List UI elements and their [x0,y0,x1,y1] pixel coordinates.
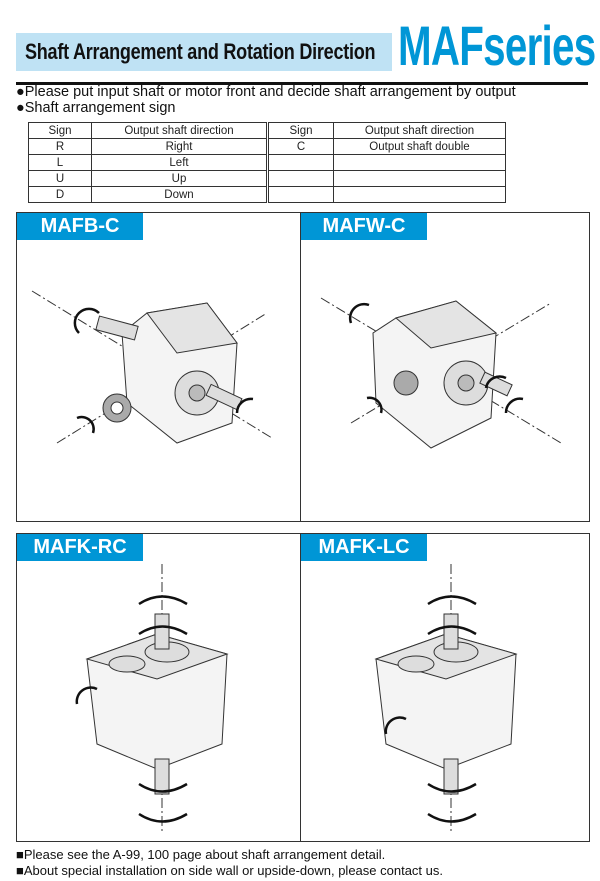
header-cell: Output shaft direction [91,122,268,139]
section-title-bar: Shaft Arrangement and Rotation Direction [16,33,392,71]
cell: Down [91,186,268,203]
divider [16,82,588,85]
gearbox-drawing [31,290,273,444]
panel-label: MAFK-LC [301,534,427,561]
cell: D [28,186,92,203]
sign-heading: ●Shaft arrangement sign [16,100,176,116]
sign-table: Sign Output shaft direction Sign Output … [28,122,506,203]
cell [266,170,334,187]
cell [333,154,506,171]
table-header: Sign Output shaft direction Sign Output … [28,122,506,139]
gearbox-drawing [374,564,518,834]
note-contact: ■About special installation on side wall… [16,863,443,878]
cell: C [266,138,334,155]
header-cell: Sign [28,122,92,139]
instruction-text: ●Please put input shaft or motor front a… [16,84,516,100]
gearbox-drawing [320,297,562,449]
cell: U [28,170,92,187]
cell [266,186,334,203]
cell: Up [91,170,268,187]
panel-mafb-c: MAFB-C [16,212,302,522]
panel-label: MAFW-C [301,213,427,240]
gearbox-drawing [75,564,229,834]
cell: Left [91,154,268,171]
header-cell: Output shaft direction [333,122,506,139]
note-detail: ■Please see the A-99, 100 page about sha… [16,847,386,862]
cell: Right [91,138,268,155]
panel-label: MAFB-C [17,213,143,240]
cell [333,186,506,203]
cell [266,154,334,171]
panel-mafw-c: MAFW-C [300,212,590,522]
section-title: Shaft Arrangement and Rotation Direction [25,39,376,64]
cell: Output shaft double [333,138,506,155]
panel-label: MAFK-RC [17,534,143,561]
panel-mafk-rc: MAFK-RC [16,533,302,842]
cell: R [28,138,92,155]
header-cell: Sign [266,122,334,139]
cell: L [28,154,92,171]
series-logo: MAFseries [398,14,596,77]
cell [333,170,506,187]
panel-mafk-lc: MAFK-LC [300,533,590,842]
